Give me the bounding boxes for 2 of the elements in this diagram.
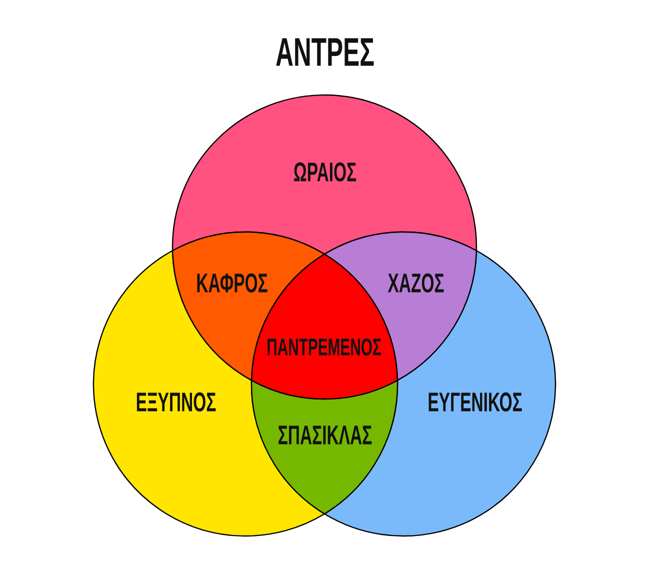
overlap-region: ΣΠΑΣΙΚΛΑΣ (250, 380, 398, 514)
title: ΑΝΤΡΕΣ (276, 38, 374, 66)
